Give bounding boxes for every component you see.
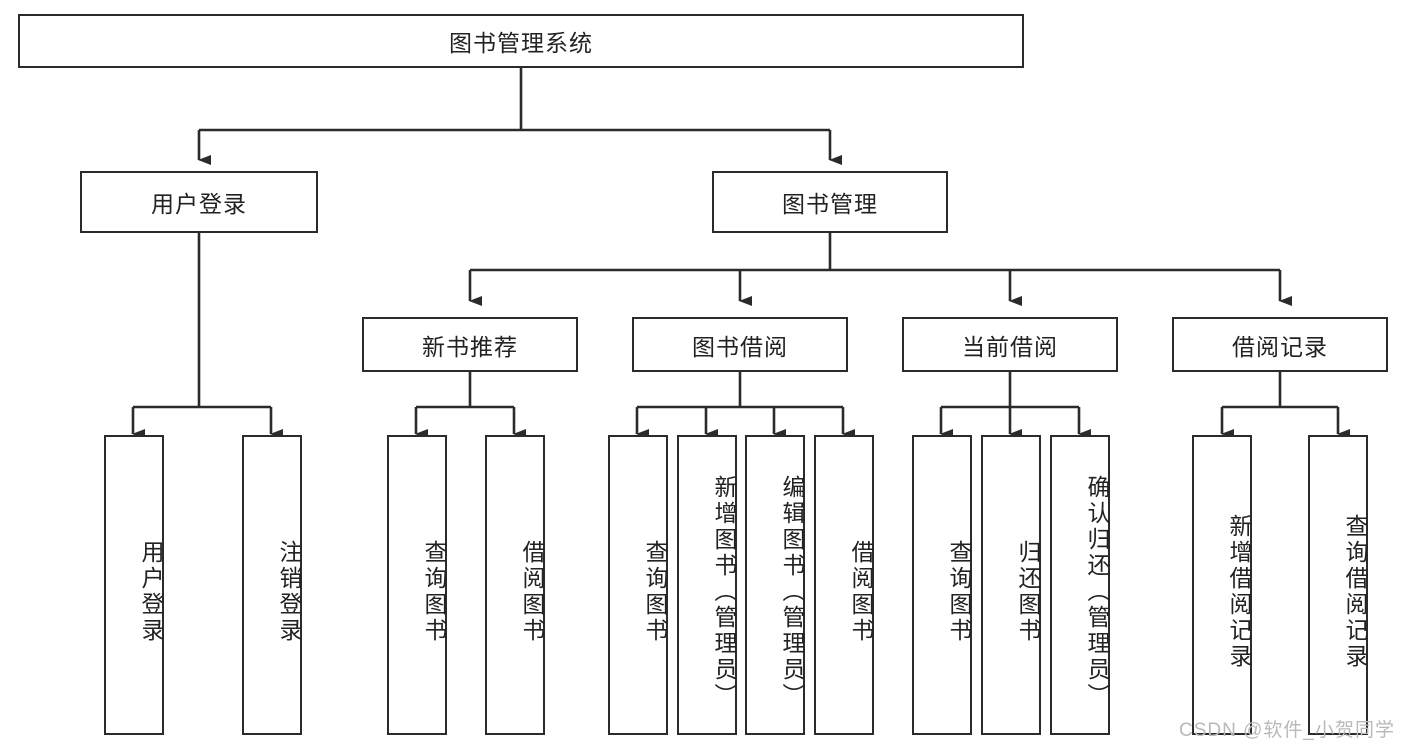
node-label: 查询借阅记录 (1342, 514, 1368, 670)
node-label: 新书推荐 (422, 333, 518, 360)
node-label: 借阅图书 (848, 540, 874, 644)
node-leaf-user-login[interactable]: 用户登录 (104, 435, 164, 735)
node-label: 图书管理系统 (449, 30, 593, 56)
node-leaf-return-book[interactable]: 归还图书 (981, 435, 1041, 735)
node-new-book-recommend[interactable]: 新书推荐 (362, 317, 578, 372)
node-borrow-record[interactable]: 借阅记录 (1172, 317, 1388, 372)
node-label: 用户登录 (151, 191, 247, 217)
node-current-borrow[interactable]: 当前借阅 (902, 317, 1118, 372)
node-label: 新增借阅记录 (1226, 514, 1252, 670)
node-leaf-query-record[interactable]: 查询借阅记录 (1308, 435, 1368, 735)
node-leaf-borrow-book-1[interactable]: 借阅图书 (485, 435, 545, 735)
node-leaf-add-record[interactable]: 新增借阅记录 (1192, 435, 1252, 735)
node-leaf-add-book[interactable]: 新增图书（管理员） (677, 435, 737, 735)
node-label: 图书管理 (782, 191, 878, 217)
node-book-borrow[interactable]: 图书借阅 (632, 317, 848, 372)
node-label: 注销登录 (276, 540, 302, 644)
watermark: CSDN @软件_小贺同学 (1179, 720, 1395, 741)
node-leaf-logout[interactable]: 注销登录 (242, 435, 302, 735)
node-label: 查询图书 (946, 540, 972, 644)
node-label: 用户登录 (138, 540, 164, 644)
node-leaf-borrow-book-2[interactable]: 借阅图书 (814, 435, 874, 735)
node-label: 新增图书（管理员） (711, 475, 737, 709)
node-leaf-query-book-3[interactable]: 查询图书 (912, 435, 972, 735)
node-label: 归还图书 (1015, 540, 1041, 644)
node-label: 确认归还（管理员） (1084, 475, 1110, 709)
node-leaf-edit-book[interactable]: 编辑图书（管理员） (745, 435, 805, 735)
node-label: 查询图书 (421, 540, 447, 644)
node-label: 当前借阅 (962, 333, 1058, 360)
node-label: 借阅记录 (1232, 333, 1328, 360)
node-leaf-confirm-return[interactable]: 确认归还（管理员） (1050, 435, 1110, 735)
node-book-manage[interactable]: 图书管理 (712, 171, 948, 233)
node-label: 编辑图书（管理员） (779, 475, 805, 709)
node-leaf-query-book-1[interactable]: 查询图书 (387, 435, 447, 735)
node-root-system[interactable]: 图书管理系统 (18, 14, 1024, 68)
node-label: 借阅图书 (519, 540, 545, 644)
node-label: 查询图书 (642, 540, 668, 644)
node-label: 图书借阅 (692, 333, 788, 360)
node-user-login[interactable]: 用户登录 (80, 171, 318, 233)
node-leaf-query-book-2[interactable]: 查询图书 (608, 435, 668, 735)
